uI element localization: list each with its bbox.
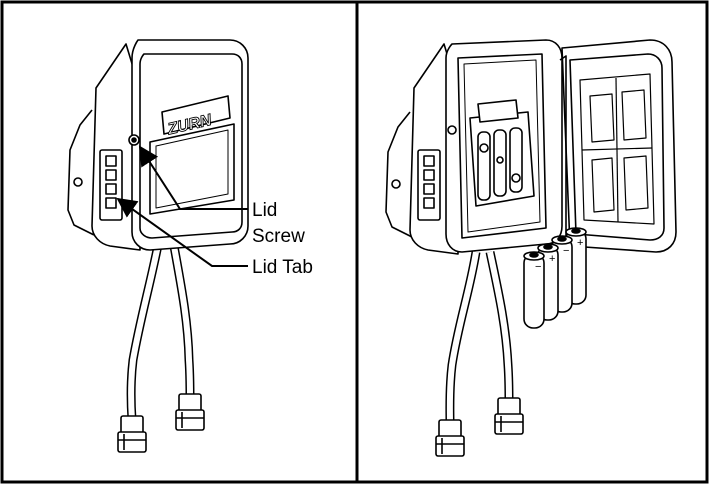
loose-batteries (523, 227, 587, 329)
lid-screw-label-line1: Lid (252, 200, 277, 221)
callout-lid-tab: Lid Tab (116, 197, 313, 278)
lid-tab-leader (116, 197, 248, 267)
right-mounting-hole (391, 179, 401, 189)
battery-2-plus: + (549, 253, 555, 265)
lid-screw-leader (138, 145, 248, 210)
lid-inner-rim (139, 53, 243, 239)
right-side-bracket (385, 111, 413, 238)
compartment-inner (463, 59, 541, 233)
battery-1 (523, 251, 545, 329)
lid-tab-label: Lid Tab (252, 257, 313, 278)
open-lid-rim (569, 53, 665, 241)
battery-1-minus: − (535, 261, 541, 273)
callout-lid-screw: Lid Screw (138, 145, 305, 247)
battery-holder (469, 99, 535, 207)
battery-terminal-marks: + − + − (535, 237, 583, 273)
logo-plate (161, 95, 231, 135)
battery-3-minus: − (563, 245, 569, 257)
right-panel-open-unit (385, 39, 677, 457)
label-window (149, 123, 235, 215)
left-side-bracket (67, 109, 95, 236)
lid-screw-label-line2: Screw (252, 226, 305, 247)
right-connector-a (435, 419, 465, 457)
left-cables (126, 244, 195, 421)
open-lid-ribs (579, 73, 655, 225)
left-panel-closed-unit (67, 39, 249, 453)
lid-screw-center (131, 137, 137, 143)
left-connector-a (117, 415, 147, 453)
right-cables (445, 251, 514, 426)
base-lid-tabs (417, 149, 441, 221)
open-lid-outer (561, 39, 677, 253)
mounting-hole (73, 177, 83, 187)
right-connector-b (494, 397, 524, 435)
left-connector-b (175, 393, 205, 431)
battery-4-plus: + (577, 237, 583, 249)
lid-tabs (99, 149, 123, 221)
label-window-inner (155, 129, 229, 209)
lid-front-face (131, 39, 249, 251)
screw-boss (447, 125, 457, 135)
